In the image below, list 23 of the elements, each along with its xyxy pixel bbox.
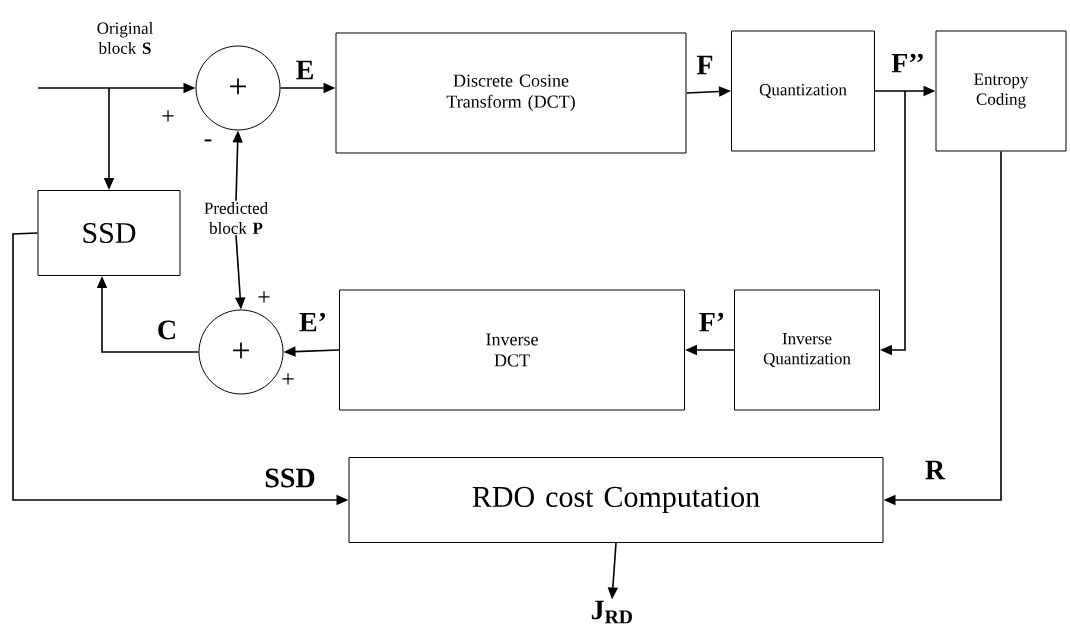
edge-label: F (696, 55, 713, 75)
sign-label: - (204, 139, 212, 142)
edge-label: F’ (699, 312, 724, 332)
edge-label: E’ (299, 312, 325, 332)
input-label: Original block S (97, 22, 153, 54)
process-box: Inverse Quantization (734, 289, 880, 411)
process-box: Discrete Cosine Transform (DCT) (335, 32, 687, 154)
sign-label: + (282, 373, 294, 385)
edge-label: SSD (265, 468, 315, 488)
process-box: SSD (37, 190, 181, 276)
process-box: Quantization (731, 30, 875, 152)
process-box: Entropy Coding (935, 30, 1067, 152)
summing-junction: + (195, 45, 281, 131)
input-text: Predicted block P (204, 202, 268, 234)
edge-label: E (296, 60, 313, 80)
sign-label: + (162, 110, 174, 122)
process-box: Inverse DCT (339, 289, 685, 411)
sign-label: + (258, 291, 270, 303)
edge-label: F’’ (891, 53, 923, 73)
edge-label: C (158, 320, 175, 340)
output-text: J$_{RD}$ (591, 600, 632, 624)
edge-label: R (925, 460, 946, 480)
process-box: RDO cost Computation (348, 457, 884, 543)
